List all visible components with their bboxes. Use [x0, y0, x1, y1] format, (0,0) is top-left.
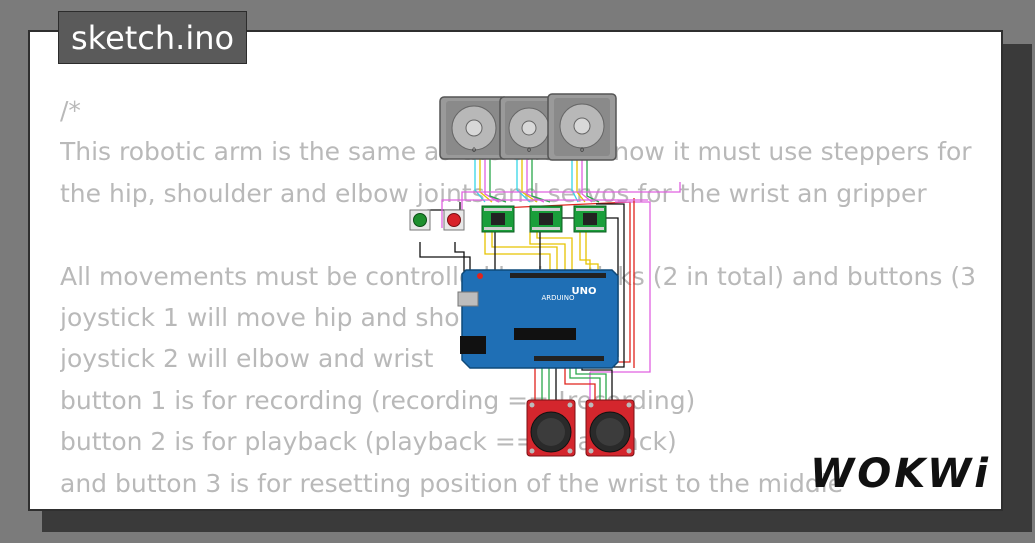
code-line: joystick 2 will elbow and wrist [60, 344, 434, 374]
joystick[interactable] [585, 399, 635, 457]
arduino-uno: ARDUINO UNO [457, 269, 619, 369]
arduino-brand: ARDUINO [542, 294, 575, 302]
wire-pink [484, 150, 500, 203]
stepper-driver [481, 205, 515, 233]
code-line: /* [60, 96, 81, 125]
stepper-motor: 0 [499, 96, 559, 160]
push-button-green[interactable] [409, 209, 431, 231]
arduino-model: UNO [572, 286, 597, 297]
stepper-driver [573, 205, 607, 233]
svg-text:0: 0 [527, 147, 531, 154]
file-title-tab: sketch.ino [58, 11, 248, 64]
stepper-driver [529, 205, 563, 233]
svg-text:0: 0 [580, 147, 584, 154]
wire-cyan [474, 150, 486, 203]
push-button-red[interactable] [443, 209, 465, 231]
stepper-motor: 0 [547, 93, 617, 161]
circuit-diagram: 0 0 0 [409, 93, 681, 457]
code-line: joystick 1 will move hip and shoulder [60, 302, 524, 332]
stepper-motor: 0 [439, 96, 509, 160]
wokwi-logo: WOKWi [810, 451, 991, 497]
code-line: and button 3 is for resetting position o… [60, 468, 844, 498]
svg-text:0: 0 [472, 147, 476, 154]
joystick[interactable] [526, 399, 576, 457]
code-line: the hip, shoulder and elbow joints and s… [60, 178, 927, 208]
preview-card: /* This robotic arm is the same as the o… [28, 30, 1003, 511]
